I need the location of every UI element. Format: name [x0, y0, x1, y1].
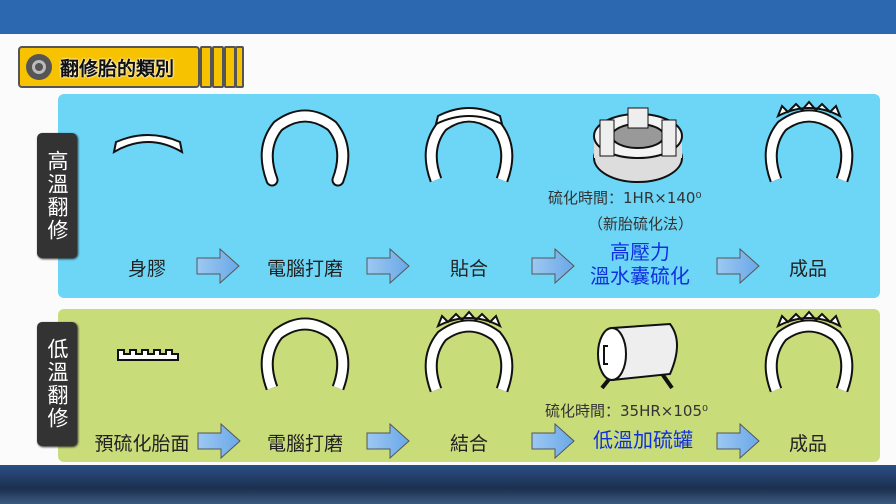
step-label: 成品 — [788, 258, 828, 280]
step-label-line: 高壓力 — [610, 240, 670, 264]
step-label: 電腦打磨 — [266, 258, 344, 280]
bonded-tire-icon — [424, 310, 514, 393]
step-label: 成品 — [788, 433, 828, 455]
badge-stripe — [200, 46, 212, 88]
finished-tire-icon — [764, 100, 854, 183]
precured-tread-icon — [117, 349, 179, 361]
wheel-icon — [26, 54, 52, 80]
step-label-highlight: 低溫加硫罐 — [593, 428, 693, 452]
right-arrow-icon — [196, 248, 240, 284]
right-arrow-icon — [366, 423, 410, 459]
low-cure-time: 硫化時間：35HR×105⁰ — [545, 402, 709, 420]
high-cure-method: （新胎硫化法） — [588, 215, 694, 233]
step-label-line: 溫水囊硫化 — [590, 264, 690, 288]
tread-strip-icon — [112, 134, 184, 154]
high-temp-label: 高溫翻修 — [37, 133, 77, 258]
right-arrow-icon — [366, 248, 410, 284]
step-label: 身膠 — [127, 258, 167, 280]
right-arrow-icon — [716, 423, 760, 459]
step-label: 預硫化胎面 — [94, 433, 190, 455]
finished-tire-icon — [764, 310, 854, 393]
right-arrow-icon — [716, 248, 760, 284]
low-temp-label: 低溫翻修 — [37, 322, 77, 446]
page-title: 翻修胎的類別 — [60, 57, 175, 80]
buffed-tire-icon — [260, 317, 350, 391]
right-arrow-icon — [531, 423, 575, 459]
buffed-tire-icon — [260, 109, 350, 187]
step-label: 電腦打磨 — [266, 433, 344, 455]
bonded-tire-icon — [424, 107, 514, 183]
right-arrow-icon — [197, 423, 241, 459]
high-cure-time: 硫化時間：1HR×140⁰ — [548, 189, 702, 207]
badge-stripe — [212, 46, 224, 88]
curing-chamber-icon — [597, 322, 678, 390]
badge-stripe — [235, 46, 244, 88]
title-badge: 翻修胎的類別 — [18, 46, 200, 88]
curing-bladder-icon — [593, 107, 683, 183]
mountain-footer-image — [0, 465, 896, 504]
right-arrow-icon — [531, 248, 575, 284]
step-label: 貼合 — [449, 258, 489, 280]
top-bar — [0, 0, 896, 34]
step-label-highlight: 高壓力溫水囊硫化 — [590, 240, 690, 288]
step-label: 結合 — [449, 433, 489, 455]
